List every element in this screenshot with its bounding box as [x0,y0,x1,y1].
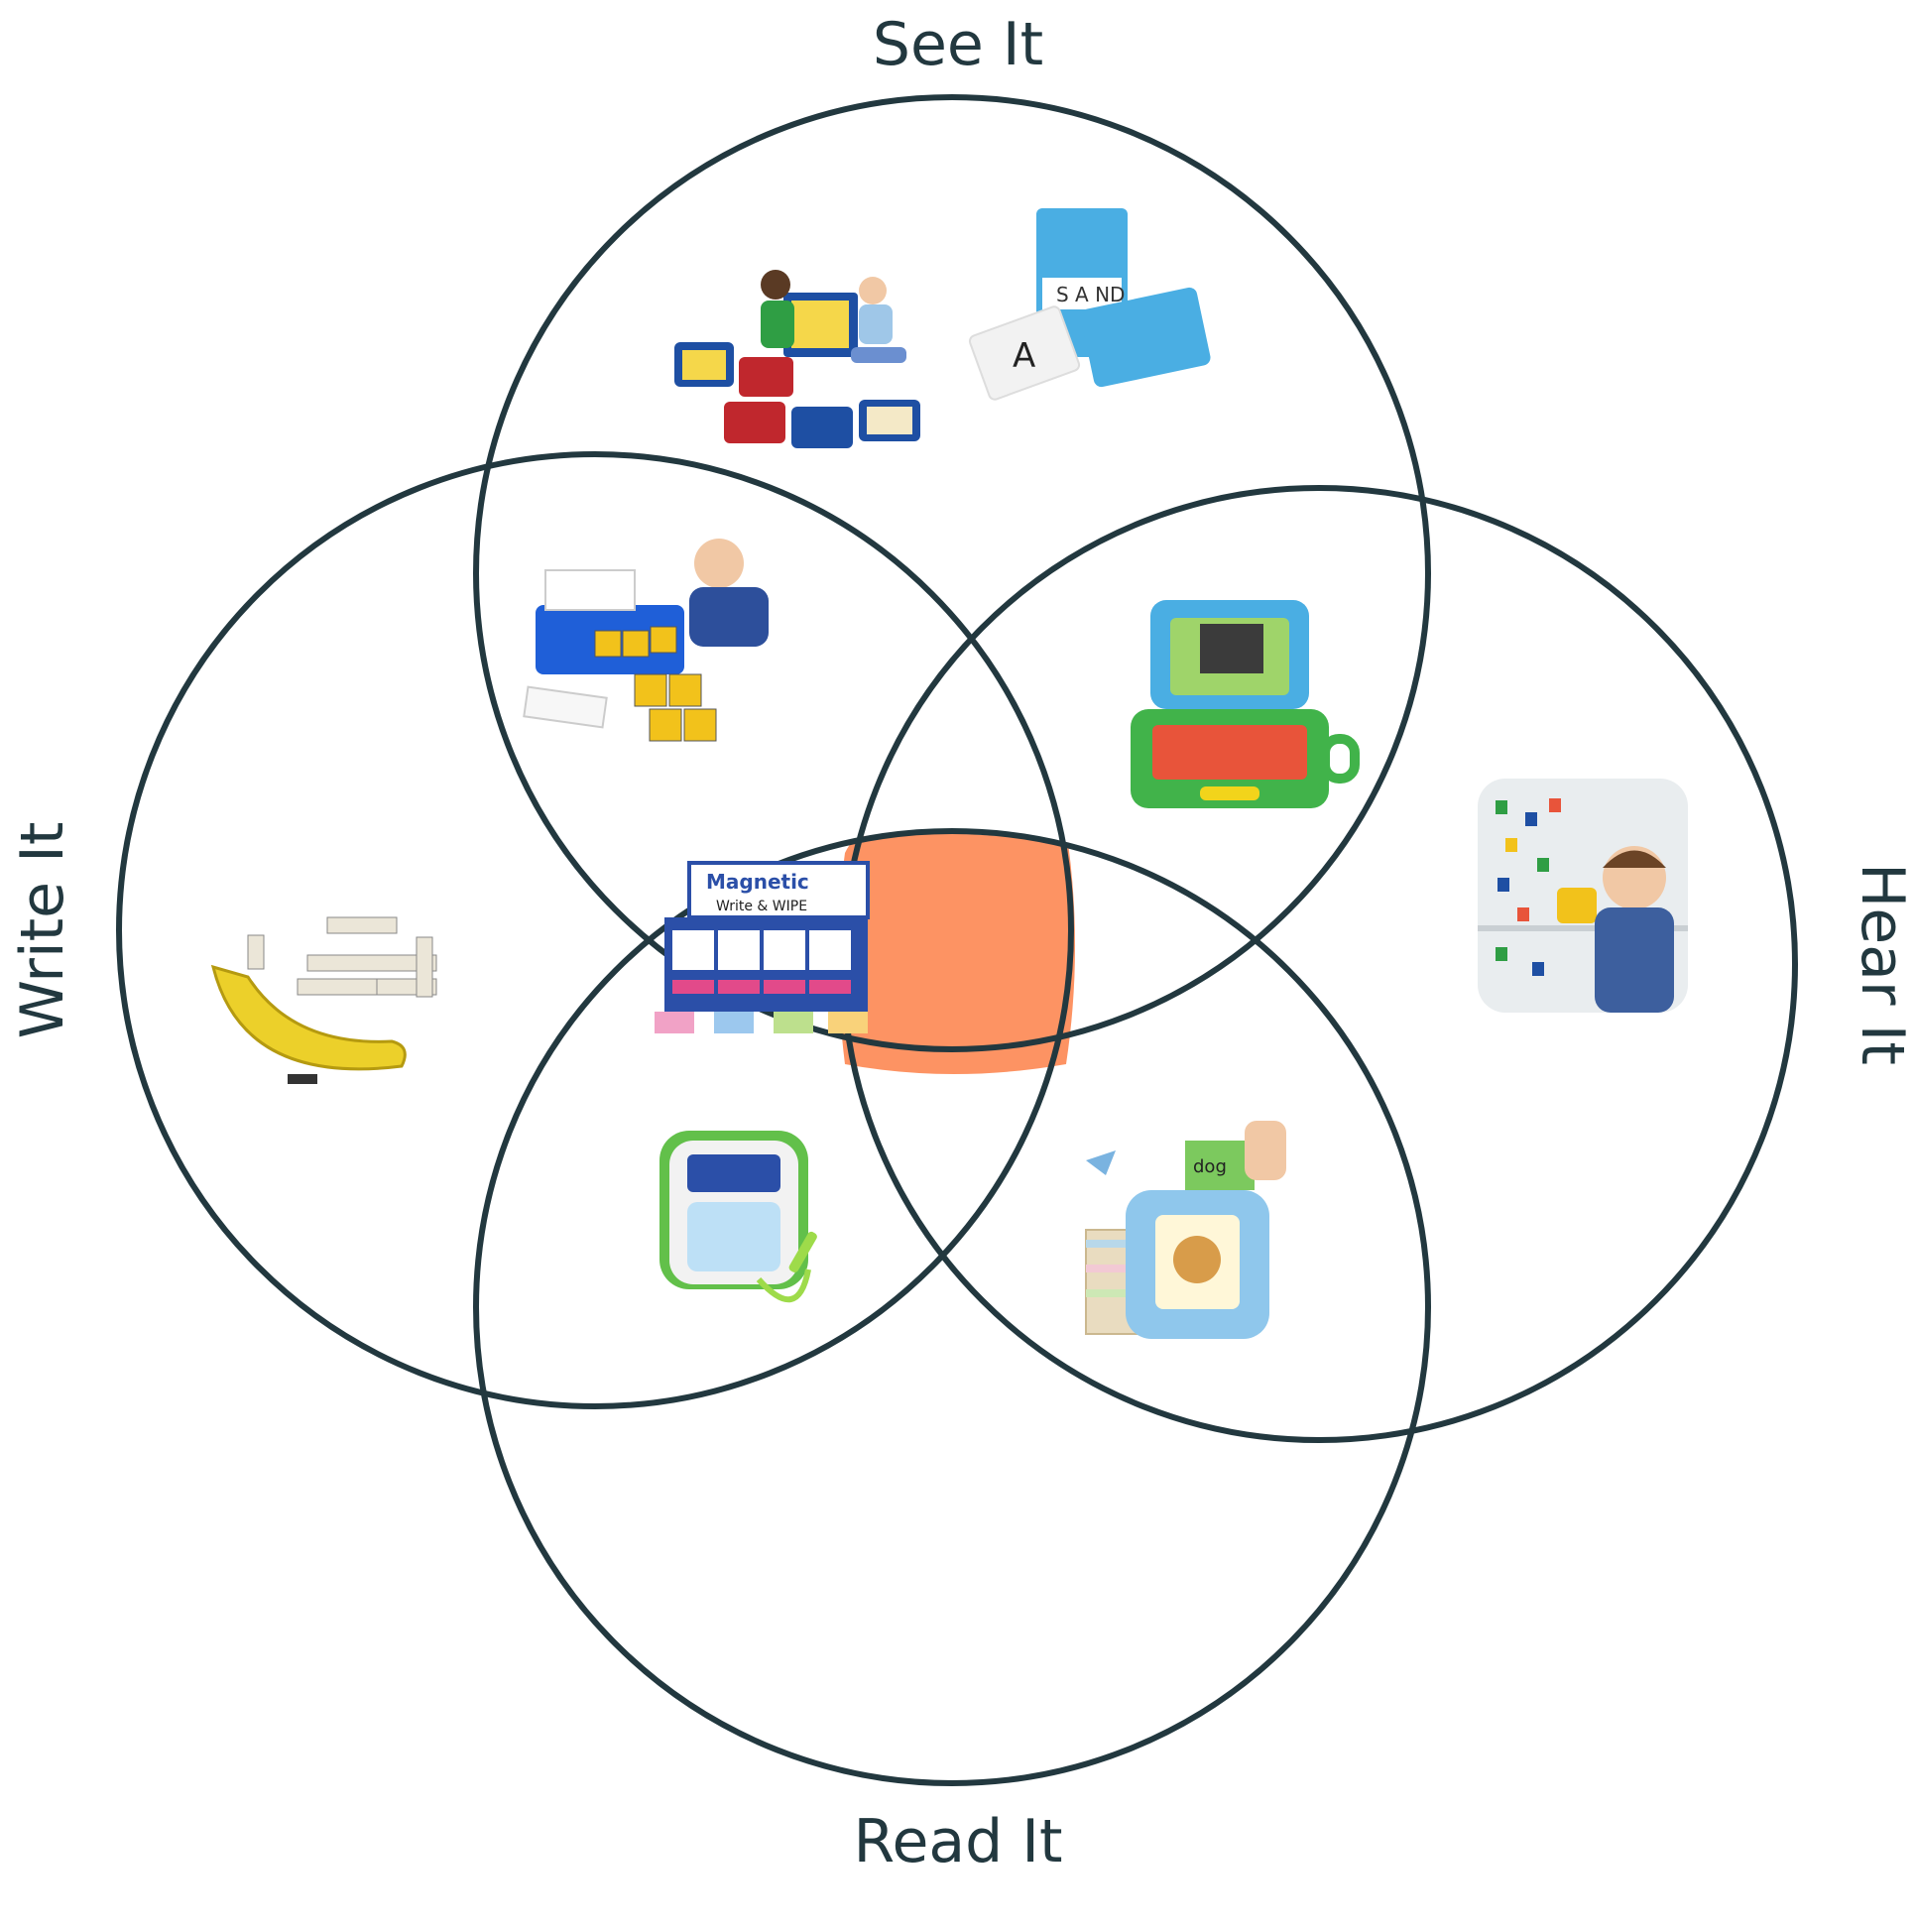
label-see-it: See It [872,10,1044,79]
center-intersection [838,833,1076,1074]
letter-matching-game-icon [523,539,769,742]
leapfrog-laptop-icon [1131,600,1360,808]
label-read-it: Read It [853,1807,1063,1876]
label-write-it: Write It [8,821,77,1039]
svg-text:A: A [1013,336,1035,376]
magnetic-write-wipe-icon: Magnetic Write & WIPE [655,861,870,1033]
label-hear-it: Hear It [1848,863,1916,1065]
bananagrams-icon [210,916,437,1084]
svg-text:Write & WIPE: Write & WIPE [716,899,807,914]
circle-write-it [116,451,1074,1409]
svg-text:dog: dog [1193,1156,1227,1177]
scribble-write-tablet-icon [659,1131,817,1302]
fridge-magnets-icon [1478,779,1688,1013]
cvc-playing-cards-icon: S A ND A [968,208,1211,401]
circle-see-it [473,94,1431,1052]
svg-text:S A ND: S A ND [1056,283,1125,306]
circle-read-it [473,828,1431,1786]
alphabet-carpet-squares-icon [674,270,920,448]
talking-flash-cards-icon: dog [1085,1121,1286,1339]
svg-text:Magnetic: Magnetic [706,870,809,894]
